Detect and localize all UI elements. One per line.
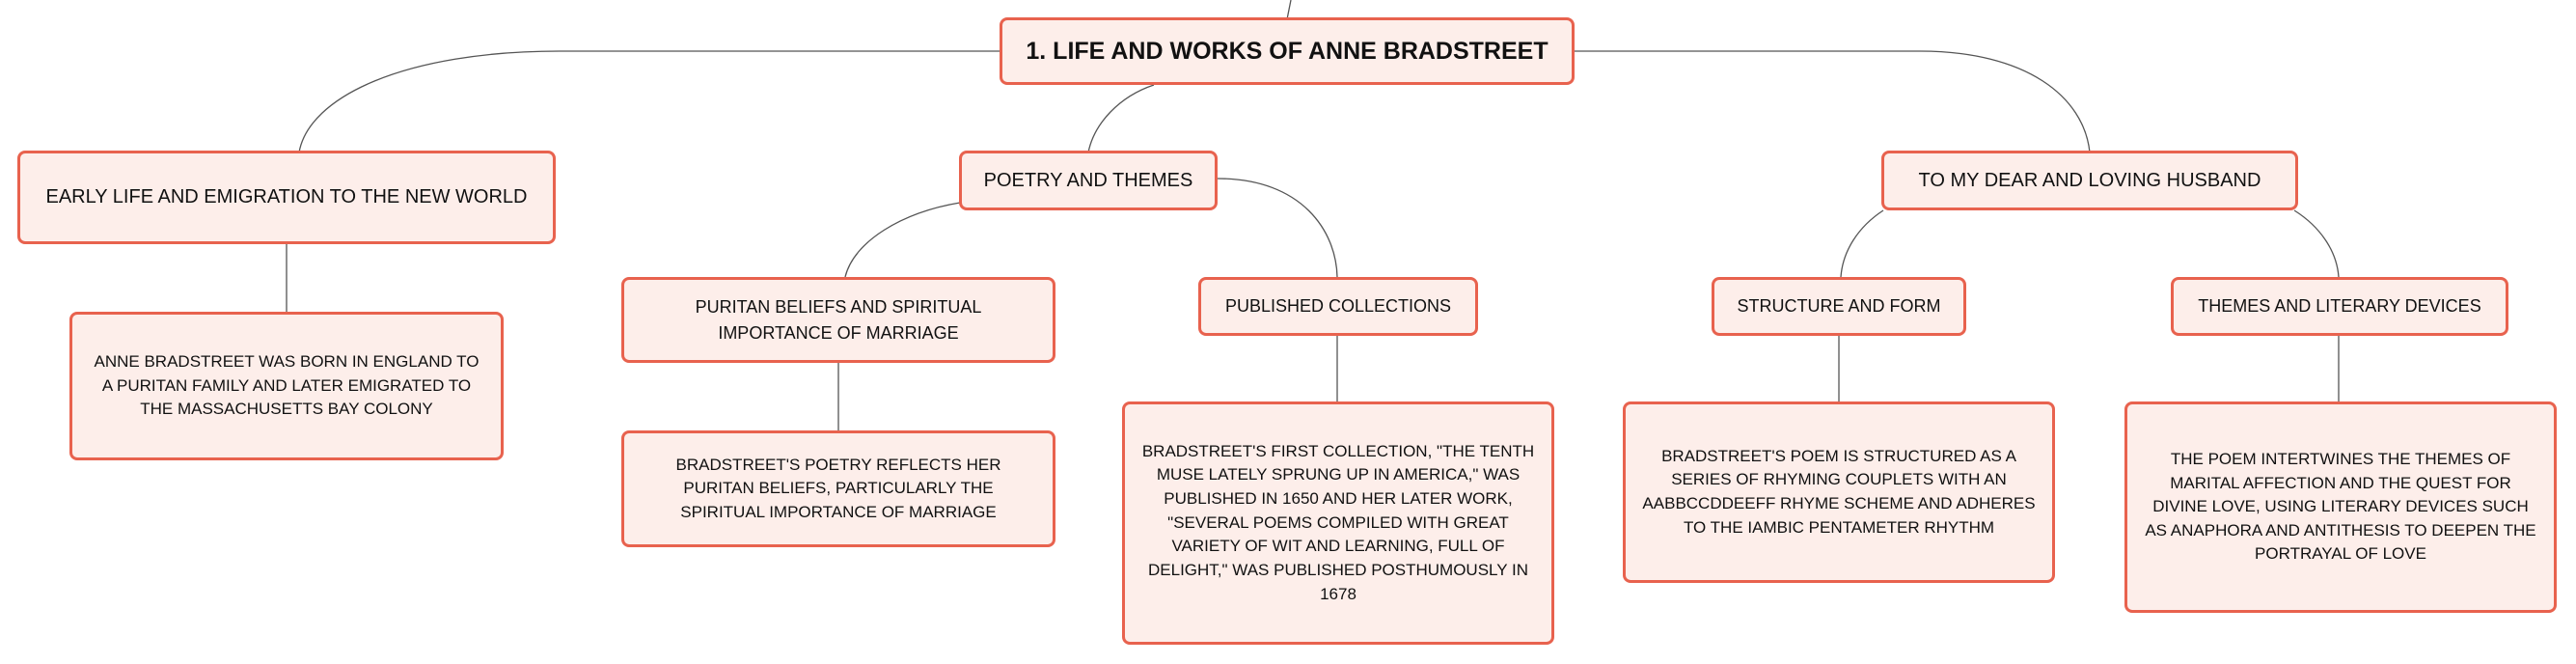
topic-early-life[interactable]: EARLY LIFE AND EMIGRATION TO THE NEW WOR… [17,151,556,244]
detail-themes-devices[interactable]: THE POEM INTERTWINES THE THEMES OF MARIT… [2124,401,2557,613]
detail-structure-form[interactable]: BRADSTREET'S POEM IS STRUCTURED AS A SER… [1623,401,2055,583]
connector-poetry-collections [1217,178,1338,278]
detail-early-life[interactable]: ANNE BRADSTREET WAS BORN IN ENGLAND TO A… [69,312,504,460]
root-topic-label: 1. LIFE AND WORKS OF ANNE BRADSTREET [1026,37,1548,65]
topic-poetry-themes[interactable]: POETRY AND THEMES [959,151,1218,210]
detail-published-collections-text: BRADSTREET'S FIRST COLLECTION, "THE TENT… [1141,441,1535,603]
detail-structure-form-text: BRADSTREET'S POEM IS STRUCTURED AS A SER… [1642,446,2036,537]
connector-root-poetry [1087,84,1155,153]
detail-published-collections[interactable]: BRADSTREET'S FIRST COLLECTION, "THE TENT… [1122,401,1554,645]
detail-puritan-beliefs-text: BRADSTREET'S POETRY REFLECTS HER PURITAN… [675,455,1001,521]
topic-husband-poem-label: TO MY DEAR AND LOVING HUSBAND [1918,169,2261,191]
connector-top-stub [1286,0,1292,20]
topic-early-life-label: EARLY LIFE AND EMIGRATION TO THE NEW WOR… [45,186,528,208]
connector-husband-themes [2293,209,2340,278]
subtopic-structure-form[interactable]: STRUCTURE AND FORM [1712,277,1966,336]
subtopic-puritan-beliefs[interactable]: PURITAN BELIEFS AND SPIRITUAL IMPORTANCE… [621,277,1055,363]
topic-husband-poem[interactable]: TO MY DEAR AND LOVING HUSBAND [1881,151,2298,210]
subtopic-themes-devices[interactable]: THEMES AND LITERARY DEVICES [2171,277,2508,336]
connector-root-husband [1575,50,2091,153]
connector-husband-structure [1840,209,1884,278]
root-topic-node[interactable]: 1. LIFE AND WORKS OF ANNE BRADSTREET [1000,17,1575,85]
subtopic-published-collections[interactable]: PUBLISHED COLLECTIONS [1198,277,1478,336]
connector-poetry-puritan [844,202,961,278]
detail-puritan-beliefs[interactable]: BRADSTREET'S POETRY REFLECTS HER PURITAN… [621,430,1055,547]
subtopic-puritan-beliefs-label: PURITAN BELIEFS AND SPIRITUAL IMPORTANCE… [695,297,982,343]
subtopic-published-collections-label: PUBLISHED COLLECTIONS [1224,296,1452,317]
topic-poetry-themes-label: POETRY AND THEMES [983,169,1193,191]
connector-root-early-life [298,50,1000,153]
subtopic-structure-form-label: STRUCTURE AND FORM [1737,296,1941,317]
subtopic-themes-devices-label: THEMES AND LITERARY DEVICES [2198,296,2481,317]
detail-early-life-text: ANNE BRADSTREET WAS BORN IN ENGLAND TO A… [94,352,480,419]
detail-themes-devices-text: THE POEM INTERTWINES THE THEMES OF MARIT… [2145,449,2536,564]
